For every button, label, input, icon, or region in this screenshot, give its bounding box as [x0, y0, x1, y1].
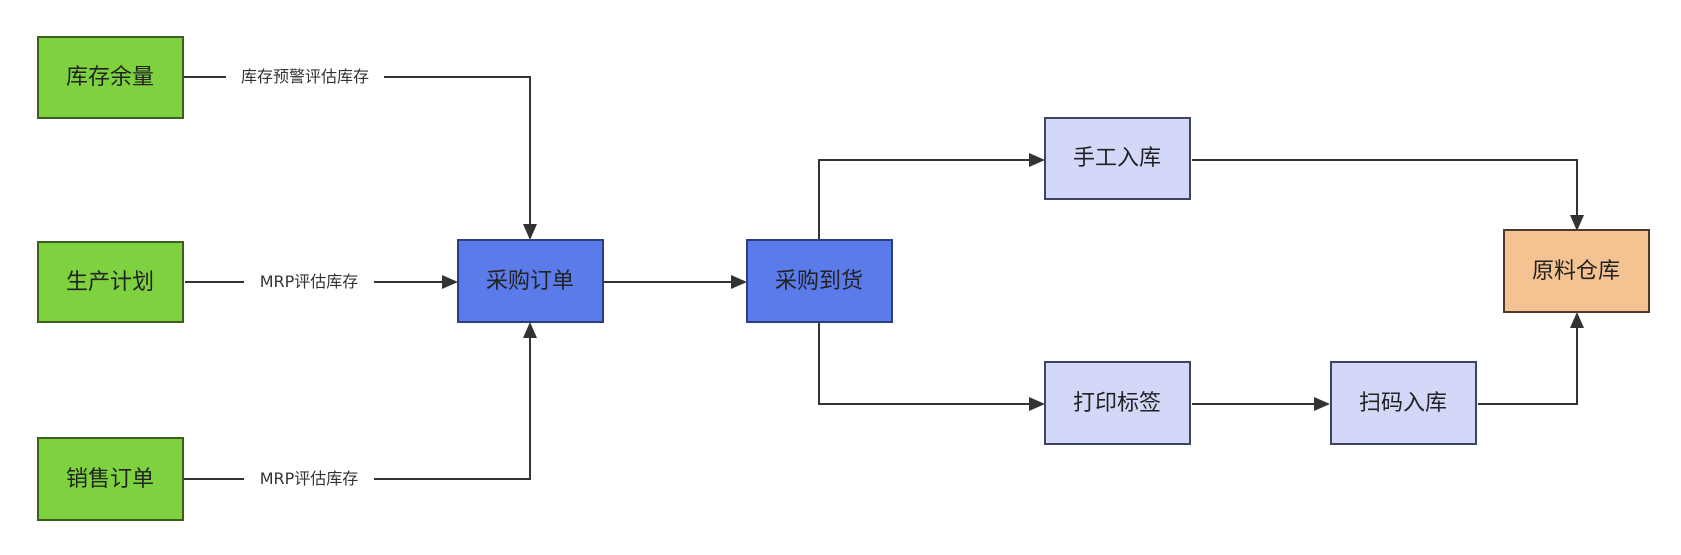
node-inventory-label: 库存余量 [66, 65, 154, 90]
edge-scan-stock-in-to-warehouse [1478, 325, 1578, 405]
edge-label-inventory-to-purchase-order: 库存预警评估库存 [241, 67, 369, 86]
edge-label-sales-to-purchase-order: MRP评估库存 [260, 469, 359, 488]
node-purchase-order[interactable]: 采购订单 [457, 239, 604, 323]
edge-label-bg-inventory [226, 66, 384, 86]
edge-sales-to-purchase-order [183, 334, 531, 480]
edge-inventory-to-purchase-order [183, 76, 531, 228]
node-print-label[interactable]: 打印标签 [1044, 361, 1191, 445]
node-manual-stock-in-box [1044, 117, 1191, 200]
node-inventory[interactable]: 库存余量 [37, 36, 184, 119]
edge-arrival-to-print-label [818, 322, 1033, 405]
arrowhead-inventory-to-purchase-order [523, 224, 537, 240]
node-sales-order[interactable]: 销售订单 [37, 437, 184, 521]
arrowhead-sales-to-purchase-order [523, 322, 537, 338]
edge-label-bg-plan [244, 271, 374, 291]
node-purchase-arrival-box [746, 239, 893, 323]
node-print-label-box [1044, 361, 1191, 445]
arrowhead-arrival-to-manual-stock-in [1029, 153, 1045, 167]
arrowhead-scan-stock-in-to-warehouse [1570, 312, 1584, 328]
node-sales-order-label: 销售订单 [66, 467, 154, 492]
node-purchase-arrival-label: 采购到货 [775, 269, 863, 294]
node-raw-material-warehouse-label: 原料仓库 [1532, 259, 1620, 284]
node-scan-stock-in-box [1330, 361, 1477, 445]
arrowhead-print-label-to-scan-stock-in [1314, 397, 1330, 411]
edge-manual-stock-in-to-warehouse [1192, 159, 1578, 218]
node-production-plan-label: 生产计划 [66, 270, 154, 295]
node-scan-stock-in-label: 扫码入库 [1359, 391, 1447, 416]
node-manual-stock-in-label: 手工入库 [1073, 146, 1161, 171]
node-raw-material-warehouse-box [1503, 229, 1650, 313]
node-production-plan-box [37, 241, 184, 323]
arrowhead-purchase-order-to-arrival [731, 275, 747, 289]
edge-label-bg-sales [244, 468, 374, 488]
node-inventory-box [37, 36, 184, 119]
arrowhead-plan-to-purchase-order [442, 275, 458, 289]
edge-label-plan-to-purchase-order: MRP评估库存 [260, 272, 359, 291]
node-print-label-label: 打印标签 [1073, 391, 1161, 416]
node-manual-stock-in[interactable]: 手工入库 [1044, 117, 1191, 200]
node-purchase-arrival[interactable]: 采购到货 [746, 239, 893, 323]
node-sales-order-box [37, 437, 184, 521]
node-raw-material-warehouse[interactable]: 原料仓库 [1503, 229, 1650, 313]
node-purchase-order-box [457, 239, 604, 323]
arrowhead-arrival-to-print-label [1029, 397, 1045, 411]
arrowhead-manual-stock-in-to-warehouse [1570, 215, 1584, 231]
node-scan-stock-in[interactable]: 扫码入库 [1330, 361, 1477, 445]
node-production-plan[interactable]: 生产计划 [37, 241, 184, 323]
edge-arrival-to-manual-stock-in [818, 159, 1033, 240]
node-purchase-order-label: 采购订单 [486, 269, 574, 294]
